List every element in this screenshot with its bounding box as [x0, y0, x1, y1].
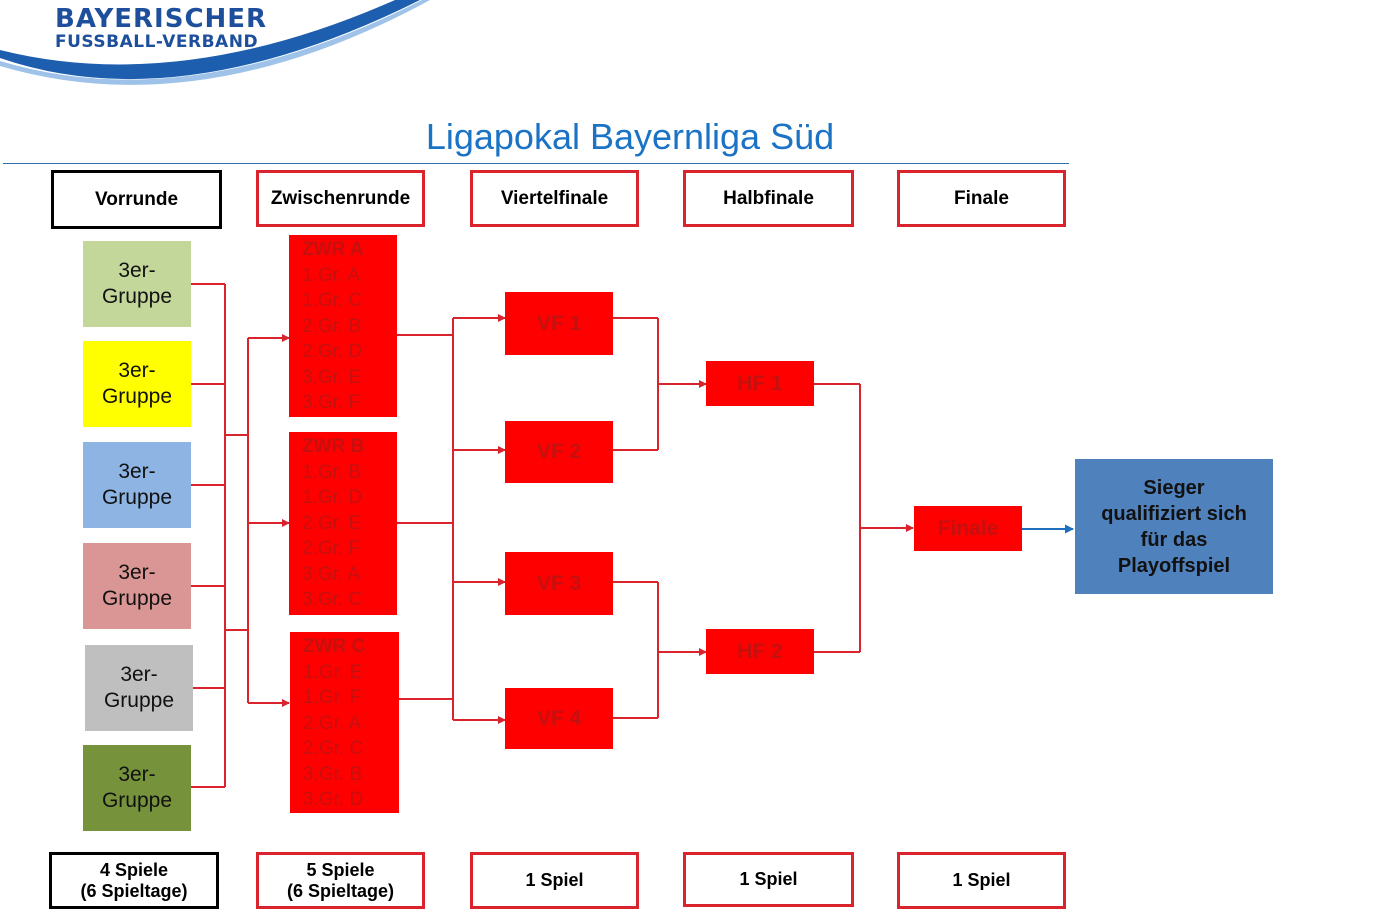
group-box-1: 3er-Gruppe [83, 241, 191, 327]
group-box-2: 3er-Gruppe [83, 341, 191, 427]
group-box-4: 3er-Gruppe [83, 543, 191, 629]
footer-finale: 1 Spiel [897, 852, 1066, 909]
footer-vorrunde: 4 Spiele(6 Spieltage) [49, 852, 219, 909]
footer-zwischenrunde: 5 Spiele(6 Spieltage) [256, 852, 425, 909]
zwr-c-title: ZWR C [303, 636, 366, 657]
page-title: Ligapokal Bayernliga Süd [425, 116, 835, 157]
final-box: Finale [914, 506, 1022, 551]
logo-swoosh [0, 0, 430, 85]
stage-header-finale: Finale [897, 170, 1066, 227]
group-box-3: 3er-Gruppe [83, 442, 191, 528]
winner-box: Sieger qualifiziert sich für das Playoff… [1075, 459, 1273, 594]
stage-header-zwischenrunde: Zwischenrunde [256, 170, 425, 227]
vf-box-1: VF 1 [505, 292, 613, 355]
group-box-6: 3er-Gruppe [83, 745, 191, 831]
vf-box-4: VF 4 [505, 688, 613, 749]
logo-text-line2: FUSSBALL-VERBAND [55, 32, 259, 52]
zwr-a-title: ZWR A [302, 239, 364, 260]
title-divider [3, 163, 1069, 164]
footer-halbfinale: 1 Spiel [683, 852, 854, 907]
footer-viertelfinale: 1 Spiel [470, 852, 639, 909]
vf-box-2: VF 2 [505, 421, 613, 483]
stage-header-viertelfinale: Viertelfinale [470, 170, 639, 227]
stage-header-vorrunde: Vorrunde [51, 170, 222, 229]
zwr-b-title: ZWR B [302, 436, 365, 457]
group-box-5: 3er-Gruppe [85, 645, 193, 731]
hf-box-1: HF 1 [706, 361, 814, 406]
stage-header-halbfinale: Halbfinale [683, 170, 854, 227]
vf-box-3: VF 3 [505, 552, 613, 615]
logo-text-line1: BAYERISCHER [55, 4, 268, 34]
hf-box-2: HF 2 [706, 629, 814, 674]
